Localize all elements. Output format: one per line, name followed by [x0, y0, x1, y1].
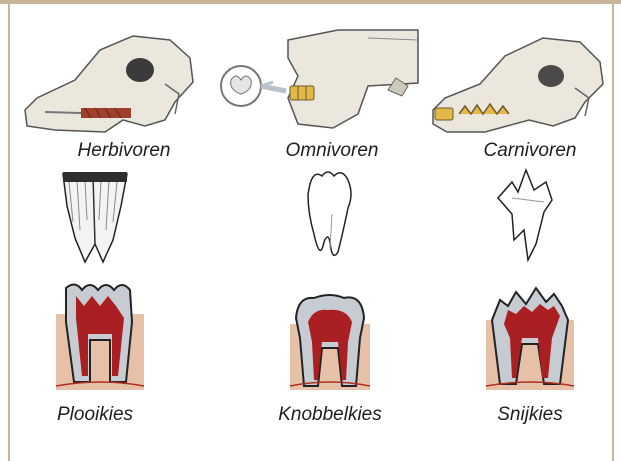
herbivore-skull-icon: [15, 22, 200, 134]
carnivore-skull-icon: [425, 22, 610, 134]
frame-top-border: [0, 0, 621, 4]
label-carnivores: Carnivoren: [484, 140, 577, 162]
label-omnivores: Omnivoren: [286, 140, 379, 162]
label-folded-molars: Plooikies: [57, 404, 133, 426]
label-bunodont-molars: Knobbelkies: [278, 404, 382, 426]
label-carnassial-molars: Snijkies: [497, 404, 562, 426]
folded-molar-cross-section-icon: [52, 282, 148, 394]
carnassial-molar-outline-icon: [492, 168, 558, 266]
omnivore-skull-icon: [218, 28, 423, 136]
label-herbivores: Herbivoren: [78, 140, 171, 162]
bunodont-molar-cross-section-icon: [286, 288, 374, 394]
frame-left-border: [8, 0, 10, 461]
frame-right-border: [612, 0, 614, 461]
bunodont-molar-outline-icon: [302, 168, 360, 266]
carnassial-molar-cross-section-icon: [482, 286, 578, 394]
folded-molar-outline-icon: [55, 170, 135, 268]
